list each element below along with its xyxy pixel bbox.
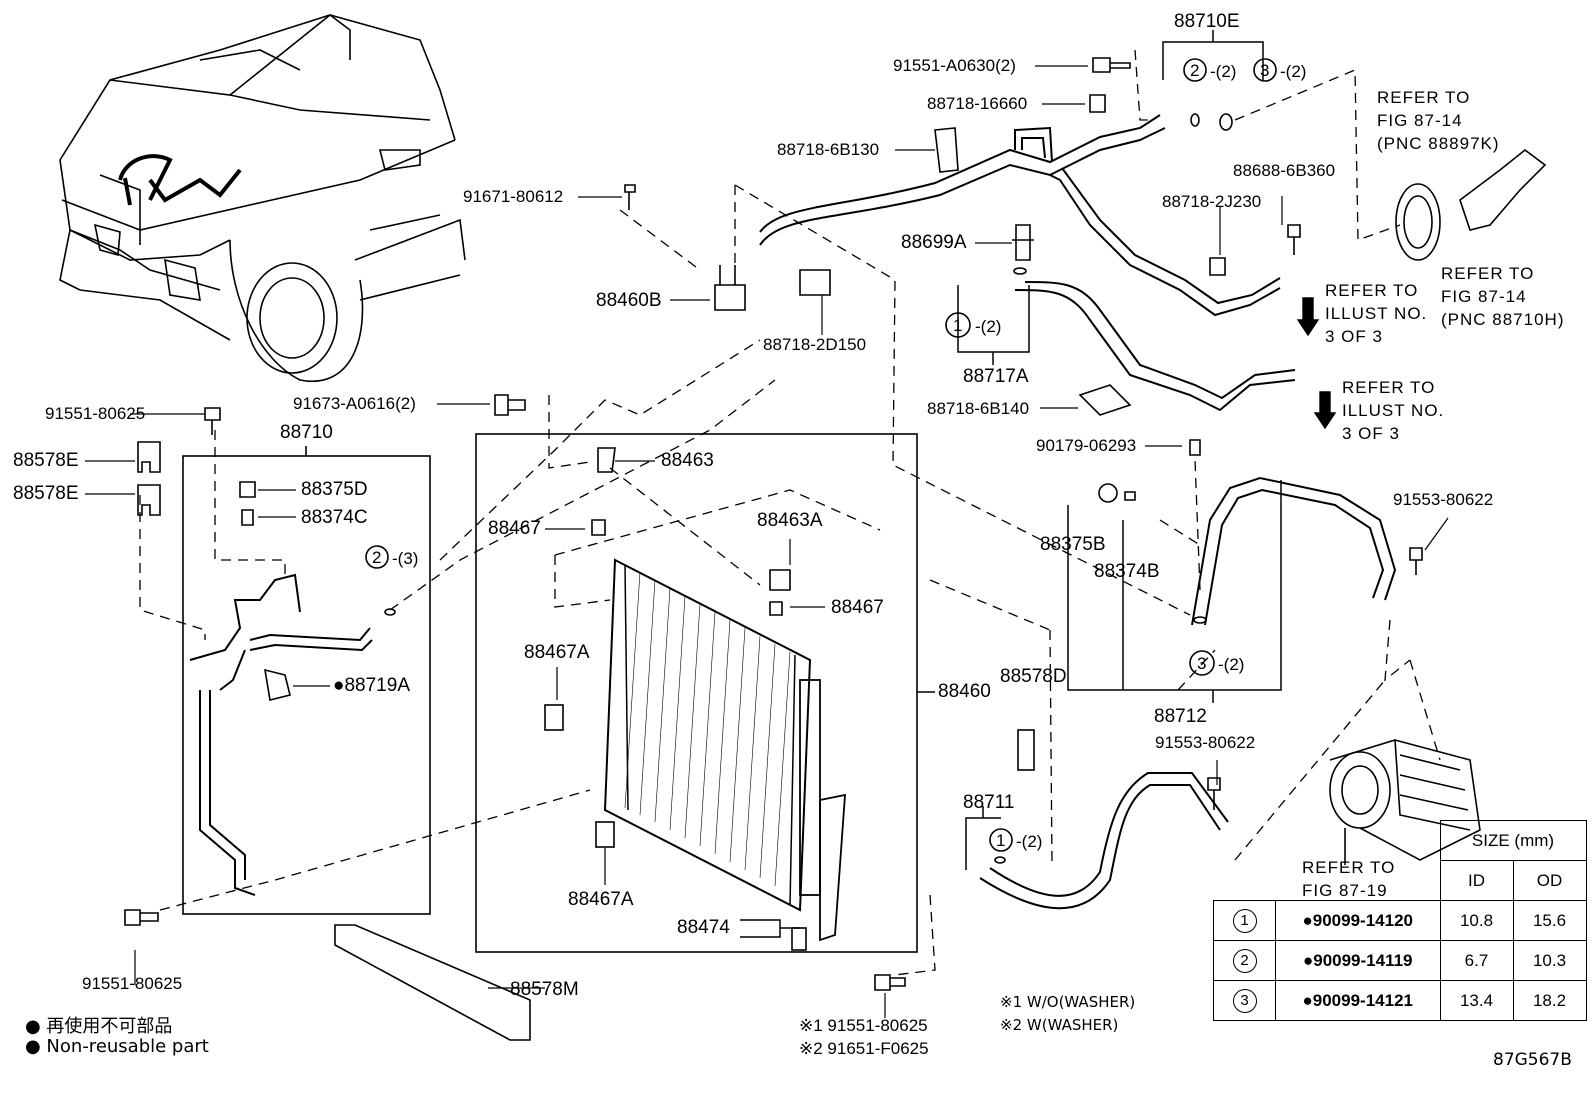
part-88375B[interactable]: 88375B (1040, 534, 1106, 555)
o-ring-od: 10.3 (1512, 940, 1587, 981)
part-88375D[interactable]: 88375D (301, 479, 368, 500)
part-88718-2J230[interactable]: 88718-2J230 (1162, 192, 1262, 211)
part-88578D[interactable]: 88578D (1000, 666, 1067, 687)
part-88467[interactable]: 88467 (488, 518, 541, 539)
o-ring-od: 18.2 (1512, 980, 1587, 1021)
part-88699A[interactable]: 88699A (901, 232, 967, 253)
part-88710[interactable]: 88710 (280, 422, 333, 443)
part-88467A[interactable]: 88467A (524, 642, 590, 663)
part-90179-06293[interactable]: 90179-06293 (1036, 436, 1137, 455)
index-2-marker: 2 (1232, 948, 1257, 973)
o-ring-id: 13.4 (1439, 980, 1514, 1021)
part-91551-80625[interactable]: 91551-80625 (82, 974, 183, 993)
table-row: 1 ●90099-14120 10.8 15.6 (1213, 900, 1587, 941)
index-1-marker: 1 (1232, 908, 1257, 933)
index-3-marker: 3 (1260, 61, 1270, 80)
part-88578E[interactable]: 88578E (13, 450, 79, 471)
part-88718-6B130[interactable]: 88718-6B130 (777, 140, 880, 159)
qty-label: -(2) (1280, 62, 1307, 81)
part-91673-A0616[interactable]: 91673-A0616(2) (293, 394, 416, 413)
part-88718-16660[interactable]: 88718-16660 (927, 94, 1028, 113)
index-3-marker: 3 (1197, 654, 1207, 673)
part-88374C[interactable]: 88374C (301, 507, 368, 528)
index-1-marker: 1 (996, 831, 1006, 850)
refer-note-88897K: REFER TO FIG 87-14 (PNC 88897K) (1377, 88, 1500, 153)
part-88711[interactable]: 88711 (963, 792, 1015, 813)
part-91551-A0630[interactable]: 91551-A0630(2) (893, 56, 1016, 75)
part-88460B[interactable]: 88460B (596, 290, 662, 311)
part-91551-80625[interactable]: 91551-80625 (45, 404, 146, 423)
part-88460[interactable]: 88460 (938, 681, 991, 702)
part-88710E[interactable]: 88710E (1174, 11, 1240, 32)
qty-label: -(3) (392, 549, 419, 568)
refer-note-illust-3: REFER TO ILLUST NO. 3 OF 3 (1342, 378, 1445, 443)
size-table-title: SIZE (mm) (1439, 820, 1587, 861)
index-2-marker: 2 (1190, 61, 1200, 80)
part-88463A[interactable]: 88463A (757, 510, 823, 531)
part-88719A-number: 88719A (344, 675, 410, 696)
part-88717A[interactable]: 88717A (963, 366, 1029, 387)
qty-label: -(2) (1218, 655, 1245, 674)
legend-non-reusable-en: ● Non-reusable part (25, 1036, 209, 1057)
part-88467A[interactable]: 88467A (568, 889, 634, 910)
o-ring-id: 6.7 (1439, 940, 1514, 981)
index-1-marker: 1 (953, 316, 963, 335)
part-88467[interactable]: 88467 (831, 597, 884, 618)
index-3-marker: 3 (1232, 988, 1257, 1013)
diagram-code: 87G567B (1493, 1050, 1572, 1070)
part-91553-80622[interactable]: 91553-80622 (1155, 733, 1256, 752)
part-88578M[interactable]: 88578M (510, 979, 579, 1000)
o-ring-part-number[interactable]: ●90099-14119 (1275, 940, 1441, 981)
part-91651-F0625-w-washer[interactable]: ※2 91651-F0625 (799, 1039, 929, 1058)
index-2-marker: 2 (372, 548, 382, 567)
part-88578E[interactable]: 88578E (13, 483, 79, 504)
refer-note-illust-3: REFER TO ILLUST NO. 3 OF 3 (1325, 281, 1428, 346)
part-88463[interactable]: 88463 (661, 450, 714, 471)
washer-note-2: ※2 W(WASHER) (1000, 1016, 1119, 1034)
qty-label: -(2) (975, 317, 1002, 336)
part-88374B[interactable]: 88374B (1094, 561, 1160, 582)
size-col-od: OD (1512, 860, 1587, 901)
o-ring-od: 15.6 (1512, 900, 1587, 941)
part-88474[interactable]: 88474 (677, 917, 730, 938)
size-col-id: ID (1439, 860, 1514, 901)
o-ring-part-number[interactable]: ●90099-14120 (1275, 900, 1441, 941)
qty-label: -(2) (1210, 62, 1237, 81)
part-88718-6B140[interactable]: 88718-6B140 (927, 399, 1030, 418)
table-row: 2 ●90099-14119 6.7 10.3 (1213, 940, 1587, 981)
part-88712[interactable]: 88712 (1154, 706, 1207, 727)
legend-non-reusable-jp: ● 再使用不可部品 (25, 1016, 173, 1037)
part-91551-80625-w-o-washer[interactable]: ※1 91551-80625 (799, 1016, 928, 1035)
table-row: 3 ●90099-14121 13.4 18.2 (1213, 980, 1587, 1021)
part-88718-2D150[interactable]: 88718-2D150 (763, 335, 867, 354)
vehicle-front-sketch (59, 14, 466, 383)
part-91671-80612[interactable]: 91671-80612 (463, 187, 564, 206)
refer-note-88710H: REFER TO FIG 87-14 (PNC 88710H) (1441, 264, 1565, 329)
o-ring-part-number[interactable]: ●90099-14121 (1275, 980, 1441, 1021)
o-ring-size-table: SIZE (mm) ID OD 1 ●90099-14120 10.8 15.6… (1213, 820, 1587, 1021)
condenser-core (603, 558, 846, 951)
o-ring-id: 10.8 (1439, 900, 1514, 941)
part-91553-80622[interactable]: 91553-80622 (1393, 490, 1494, 509)
part-88719A[interactable]: ●88719A (333, 675, 410, 696)
refer-note-87-19: REFER TO FIG 87-19 (1302, 858, 1396, 900)
qty-label: -(2) (1016, 832, 1043, 851)
washer-note-1: ※1 W/O(WASHER) (1000, 993, 1136, 1011)
part-88688-6B360[interactable]: 88688-6B360 (1233, 161, 1336, 180)
